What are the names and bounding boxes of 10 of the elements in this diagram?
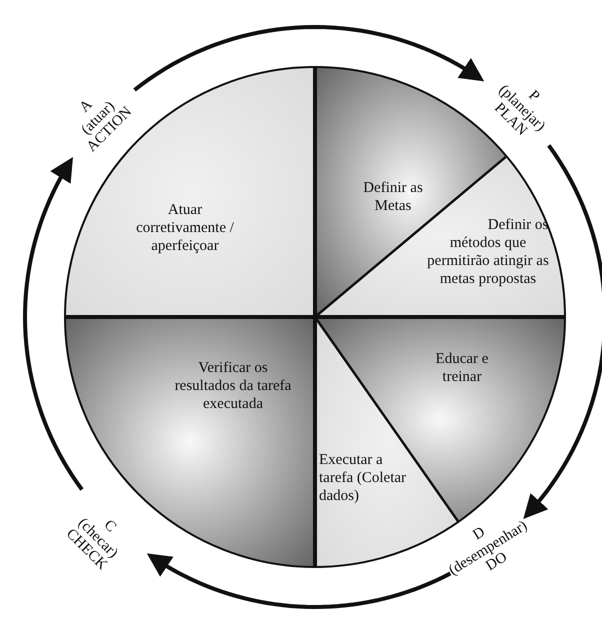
segment-text: Definir os métodos que permitirão atingir as metas propostas [426,216,550,288]
segment-text: Verificar os resultados da tarefa executada [174,359,292,413]
cycle-arrow [23,157,84,491]
cycle-arrow [523,144,602,519]
cycle-arrow [133,25,484,92]
segment-text: Atuar corretivamente / aperfeiçoar [135,201,235,255]
segment-text: Executar a tarefa (Coletar dados) [319,451,408,505]
segment-text: Educar e treinar [434,350,490,386]
cycle-arrow [146,553,452,609]
segment-text: Definir as Metas [362,179,424,215]
